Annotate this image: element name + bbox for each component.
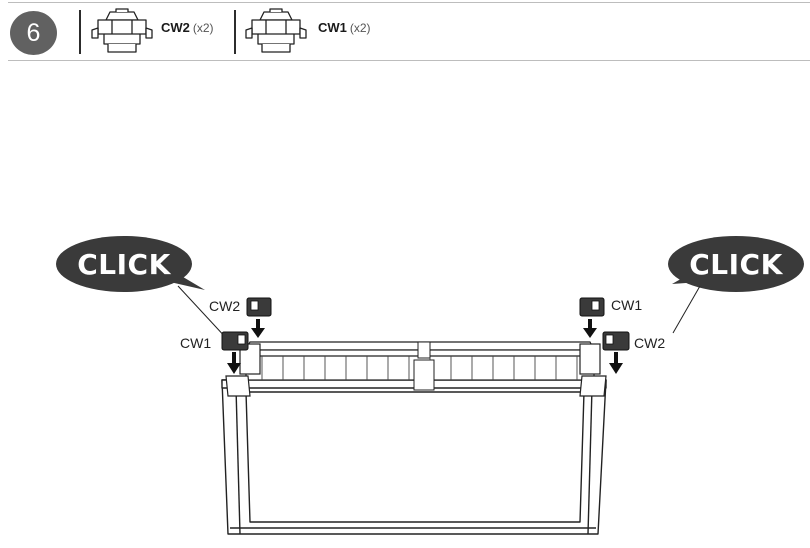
corner-post-left: [225, 343, 261, 397]
header-separator: [234, 10, 236, 54]
part-cw1-label: CW1(x2): [318, 20, 371, 35]
clip-cw2-icon: [91, 8, 153, 53]
clip-cw1-left: [221, 331, 249, 351]
callout-left-bottom: CW1: [180, 335, 211, 351]
clip-cw1-right: [579, 297, 605, 317]
part-cw2-code: CW2: [161, 20, 190, 35]
clip-cw2-right: [602, 331, 630, 351]
part-cw1-code: CW1: [318, 20, 347, 35]
center-clip: [413, 341, 435, 391]
rim-slats: [261, 356, 578, 380]
step-number-badge: 6: [10, 11, 57, 55]
callout-right-top: CW1: [611, 297, 642, 313]
arrow-down-icon: [583, 319, 597, 338]
planter-box: [221, 379, 607, 535]
header-bottom-rule: [8, 60, 810, 61]
arrow-down-icon: [227, 352, 241, 374]
part-cw2-quantity: (x2): [192, 21, 214, 35]
header-top-rule: [8, 2, 810, 3]
callout-right-bottom: CW2: [634, 335, 665, 351]
callout-left-top: CW2: [209, 298, 240, 314]
click-bubble-left: CLICK: [56, 236, 205, 292]
header-separator: [79, 10, 81, 54]
clip-cw2-left: [246, 297, 272, 317]
arrow-down-icon: [251, 319, 265, 338]
click-label-left: CLICK: [77, 248, 171, 281]
click-label-right: CLICK: [689, 248, 783, 281]
click-bubble-right: CLICK: [668, 236, 804, 292]
clip-cw1-icon: [245, 8, 307, 53]
part-cw2-label: CW2(x2): [161, 20, 214, 35]
corner-post-right: [579, 343, 607, 397]
arrow-down-icon: [609, 352, 623, 374]
part-cw1-quantity: (x2): [349, 21, 371, 35]
insert-arrows: [227, 319, 623, 374]
callout-leaders: [177, 285, 701, 341]
